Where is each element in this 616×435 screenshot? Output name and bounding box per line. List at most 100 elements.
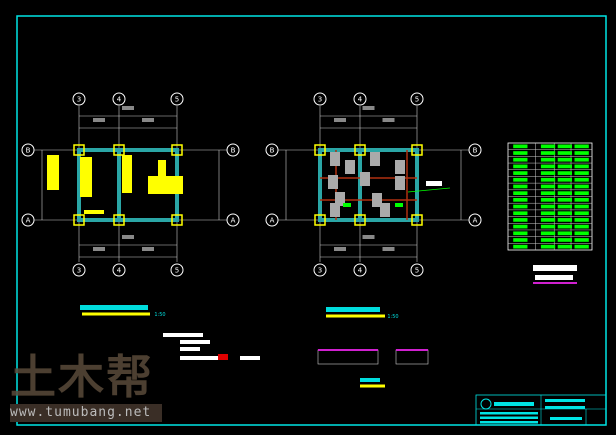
grid-label: A <box>270 217 275 225</box>
table-cell-text <box>513 238 528 242</box>
grid-bubble <box>410 92 424 106</box>
grid-bubble <box>410 263 424 277</box>
dimension-text <box>334 118 346 122</box>
signature-row <box>480 416 538 419</box>
section-detail <box>317 349 379 365</box>
table-cell-text <box>540 218 556 222</box>
company-name <box>494 402 534 406</box>
table-cell-text <box>557 157 572 162</box>
rebar-annotation <box>122 155 132 193</box>
beam-outline <box>318 148 419 222</box>
table-cell-text <box>513 151 528 155</box>
table-cell-text <box>574 198 589 202</box>
grid-label: A <box>231 217 236 225</box>
grid-label: 3 <box>77 96 81 104</box>
elevation-tag <box>395 203 403 207</box>
table-cell-text <box>574 218 589 222</box>
elevation-tag <box>343 203 351 207</box>
grid-label: A <box>473 217 478 225</box>
grid-label: 4 <box>117 96 122 104</box>
grid-label: 4 <box>117 267 122 275</box>
dimension-text <box>362 235 375 239</box>
grid-label: B <box>231 147 236 155</box>
table-cell-text <box>540 224 556 229</box>
rebar-annotation <box>148 186 168 192</box>
drawing-name <box>545 406 585 409</box>
column <box>354 144 366 156</box>
table-cell-text <box>540 204 556 209</box>
rebar-tag <box>372 193 382 207</box>
notes-text <box>180 340 210 344</box>
plan2-title <box>326 307 380 312</box>
notes-highlight <box>218 354 228 360</box>
grid-label: 3 <box>318 96 322 104</box>
table-cell-text <box>540 211 556 216</box>
grid-bubble <box>21 213 35 227</box>
table-cell-text <box>540 171 556 175</box>
table-title <box>533 265 577 271</box>
grid-label: 5 <box>415 96 419 104</box>
table-cell-text <box>513 164 528 169</box>
dimension-text <box>122 235 134 239</box>
table-cell-text <box>574 184 589 189</box>
rebar-annotation <box>47 155 59 190</box>
notes-text <box>163 333 203 337</box>
table-cell-text <box>557 151 572 155</box>
grid-bubble <box>21 143 35 157</box>
dimension-text <box>93 247 105 251</box>
table-cell-text <box>557 218 572 222</box>
grid-label: 5 <box>175 267 179 275</box>
section-detail <box>395 349 429 365</box>
table-cell-text <box>513 144 528 149</box>
table-cell-text <box>540 231 556 236</box>
table-cell-text <box>574 191 589 195</box>
grid-label: 4 <box>358 96 363 104</box>
column <box>73 144 85 156</box>
dimension-text <box>93 118 105 122</box>
table-cell-text <box>540 144 556 149</box>
table-cell-text <box>557 238 572 242</box>
rebar-tag <box>360 172 370 186</box>
rebar-tag <box>330 152 340 166</box>
grid-bubble <box>353 263 367 277</box>
table-cell-text <box>574 224 589 229</box>
watermark-logo: 土木帮 <box>10 350 154 404</box>
table-cell-text <box>557 164 572 169</box>
column <box>411 144 423 156</box>
table-cell-text <box>513 191 528 195</box>
table-cell-text <box>513 184 528 189</box>
grid-bubble <box>468 143 482 157</box>
rebar-tag <box>330 203 340 217</box>
table-cell-text <box>574 151 589 155</box>
rebar-tag <box>328 175 338 189</box>
table-cell-text <box>540 191 556 195</box>
table-cell-text <box>540 151 556 155</box>
plan2-scale: 1:50 <box>387 314 398 320</box>
plan1-title <box>80 305 148 310</box>
elevation-note <box>426 181 442 186</box>
table-cell-text <box>540 198 556 202</box>
rebar-tag <box>345 160 355 174</box>
table-cell-text <box>557 231 572 236</box>
table-cell-text <box>513 171 528 175</box>
table-cell-text <box>513 204 528 209</box>
table-cell-text <box>513 218 528 222</box>
grid-bubble <box>112 263 126 277</box>
notes-text <box>180 356 220 360</box>
rebar-annotation <box>80 157 92 197</box>
grid-label: 3 <box>318 267 322 275</box>
grid-label: B <box>26 147 31 155</box>
grid-bubble <box>313 263 327 277</box>
table-cell-text <box>557 184 572 189</box>
table-cell-text <box>557 211 572 216</box>
grid-label: B <box>473 147 478 155</box>
rebar-annotation <box>158 160 166 180</box>
company-logo <box>480 398 492 410</box>
grid-bubble <box>313 92 327 106</box>
table-cell-text <box>574 244 589 249</box>
section-title <box>360 378 380 382</box>
column <box>354 214 366 226</box>
table-cell-text <box>574 211 589 216</box>
rebar-tag <box>335 192 345 206</box>
